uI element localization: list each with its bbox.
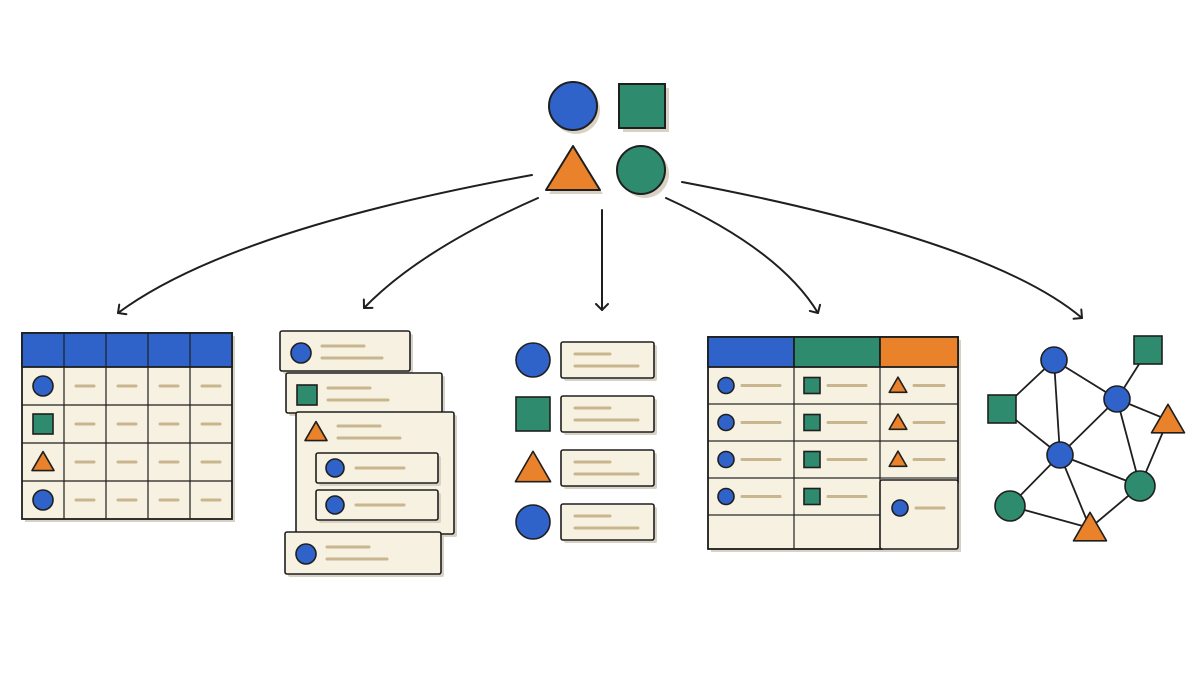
circle-icon [994,490,1026,522]
table-row [32,489,222,511]
triangle-icon [1150,403,1186,434]
graph-node [1133,335,1163,365]
value-card [560,395,657,435]
column-cell [879,440,959,479]
source-square-icon [618,83,669,132]
source-circle-green-icon [616,145,669,198]
key-value-pair [515,395,657,435]
triangle-icon [31,450,55,472]
arrows [117,174,1083,320]
key-value-pair [515,503,657,543]
source-shapes [545,81,669,198]
square-icon [803,413,821,432]
column-cell [707,440,795,479]
circle-icon [515,504,551,540]
circle-icon [717,450,735,469]
square-icon [803,487,821,506]
value-card [560,449,657,489]
triangle-icon [304,420,328,442]
column-family-header [793,336,881,368]
key-value-model [514,341,657,543]
table-row [32,413,222,435]
column-family-header [707,336,795,368]
triangle-icon [888,376,908,394]
graph-node [1124,470,1156,502]
graph-edge [1053,359,1061,456]
arrow-to-graph [681,181,1083,320]
column-family-model [707,336,961,552]
column-cell-wide [879,479,961,552]
source-circle-icon [548,81,600,134]
column-family [879,336,961,552]
graph-node [1103,385,1131,413]
key-value-pair [515,341,657,381]
table-header [21,332,233,368]
square-icon [296,384,318,406]
arrow-to-table [117,174,533,316]
graph-node [1072,511,1108,542]
column-cell [879,366,959,405]
circle-icon [1103,385,1131,413]
circle-icon [717,487,735,506]
document-model [279,330,457,577]
square-icon [1133,335,1163,365]
embedded-document [315,489,441,523]
square-icon [803,450,821,469]
triangle-icon [888,413,908,431]
graph-node [987,394,1017,424]
circle-icon [295,543,317,565]
circle-icon [32,489,54,511]
embedded-document [315,452,441,486]
circle-icon [1124,470,1156,502]
circle-icon [325,458,345,478]
graph-node [1046,441,1074,469]
circle-icon [290,342,312,364]
square-icon [515,396,551,432]
document-card [279,330,413,374]
document-card [285,372,445,416]
value-card [560,503,657,543]
triangle-icon [888,450,908,468]
key-value-pair [514,449,657,489]
graph-node [994,490,1026,522]
square-icon [987,394,1017,424]
circle-icon [1040,346,1068,374]
table-row [32,375,222,397]
circle-icon [515,342,551,378]
graph-model [987,335,1186,542]
square-icon [32,413,54,435]
table-model [21,332,235,522]
arrow-to-documents [362,197,539,309]
table-row [31,450,222,472]
circle-icon [1046,441,1074,469]
circle-icon [717,413,735,432]
square-icon [803,376,821,395]
source-triangle-icon [545,145,603,194]
circle-icon [891,499,909,517]
triangle-icon [1072,511,1108,542]
document-card [284,531,444,577]
value-card [560,341,657,381]
graph-node [1150,403,1186,434]
arrow-to-column-family [665,197,822,314]
column-family-header [879,336,959,368]
circle-icon [32,375,54,397]
triangle-icon [514,450,552,483]
document-card-nested [295,411,457,537]
graph-node [1040,346,1068,374]
circle-icon [325,495,345,515]
circle-icon [717,376,735,395]
